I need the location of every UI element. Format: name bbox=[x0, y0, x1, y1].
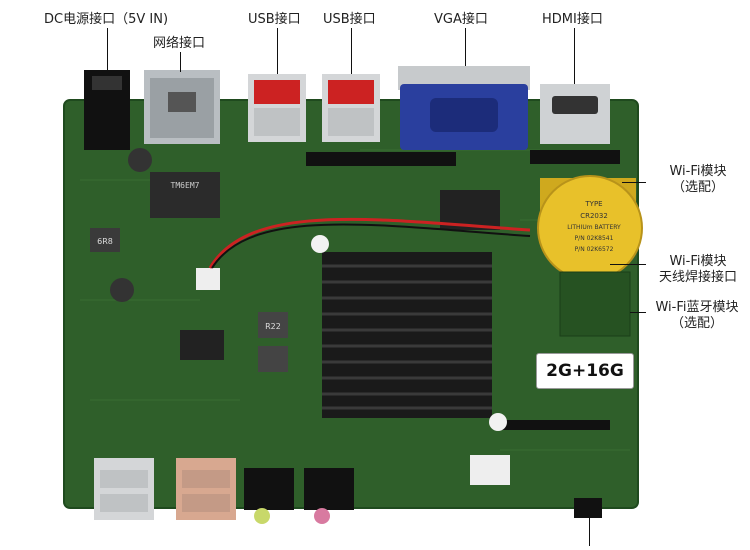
usb-port-top-1 bbox=[248, 74, 306, 142]
label-usb-1: USB接口 bbox=[248, 12, 301, 27]
coin-battery: TYPE CR2032 LITHIUm BATTERY P/N 02K8541 … bbox=[537, 175, 643, 281]
leader-hdmi bbox=[574, 28, 575, 84]
label-dc-power: DC电源接口（5V IN) bbox=[44, 12, 169, 27]
battery-line-4: P/N 02K8541 bbox=[575, 235, 614, 242]
label-wifi-module-line1: Wi-Fi模块 bbox=[669, 164, 727, 179]
label-wifi-antenna-line2: 天线焊接接口 bbox=[658, 270, 737, 285]
leader-wifi-module bbox=[622, 182, 646, 183]
inductor-label: 6R8 bbox=[97, 237, 113, 246]
dc-power-jack bbox=[84, 70, 130, 150]
chip-label: TM6EM7 bbox=[171, 181, 200, 190]
label-wifi-bt-line1: Wi-Fi蓝牙模块 bbox=[655, 300, 739, 315]
usb-port-bottom-1 bbox=[94, 458, 154, 520]
leader-bottom bbox=[589, 518, 590, 546]
leader-vga bbox=[465, 28, 466, 66]
label-vga: VGA接口 bbox=[434, 12, 488, 27]
label-wifi-module: Wi-Fi模块 （选配） bbox=[650, 164, 746, 196]
choke-label: R22 bbox=[265, 322, 281, 331]
leader-wifi-antenna bbox=[610, 264, 646, 265]
leader-wifi-bt bbox=[630, 312, 646, 313]
leader-network bbox=[180, 52, 181, 72]
label-network: 网络接口 bbox=[153, 36, 206, 51]
label-usb-2: USB接口 bbox=[323, 12, 376, 27]
vga-port bbox=[398, 66, 530, 150]
usb-port-top-2 bbox=[322, 74, 380, 142]
usb-port-bottom-2 bbox=[176, 458, 236, 520]
label-wifi-module-line2: （选配） bbox=[671, 180, 724, 195]
audio-jack-green bbox=[244, 468, 294, 524]
battery-line-1: TYPE bbox=[584, 200, 602, 208]
label-wifi-bt: Wi-Fi蓝牙模块 （选配） bbox=[646, 300, 748, 332]
leader-usb-1 bbox=[277, 28, 278, 74]
heatsink bbox=[322, 252, 492, 418]
leader-dc bbox=[107, 28, 108, 70]
battery-line-5: P/N 02K6572 bbox=[575, 246, 614, 253]
ethernet-port bbox=[144, 70, 220, 144]
hdmi-port bbox=[540, 84, 610, 144]
battery-line-2: CR2032 bbox=[580, 212, 608, 220]
label-wifi-antenna-line1: Wi-Fi模块 bbox=[669, 254, 727, 269]
label-wifi-antenna: Wi-Fi模块 天线焊接接口 bbox=[648, 254, 748, 286]
label-hdmi: HDMI接口 bbox=[542, 12, 603, 27]
leader-usb-2 bbox=[351, 28, 352, 74]
memory-badge: 2G+16G bbox=[536, 353, 634, 389]
audio-jack-pink bbox=[304, 468, 354, 524]
battery-line-3: LITHIUm BATTERY bbox=[567, 224, 621, 231]
label-wifi-bt-line2: （选配） bbox=[670, 316, 723, 331]
